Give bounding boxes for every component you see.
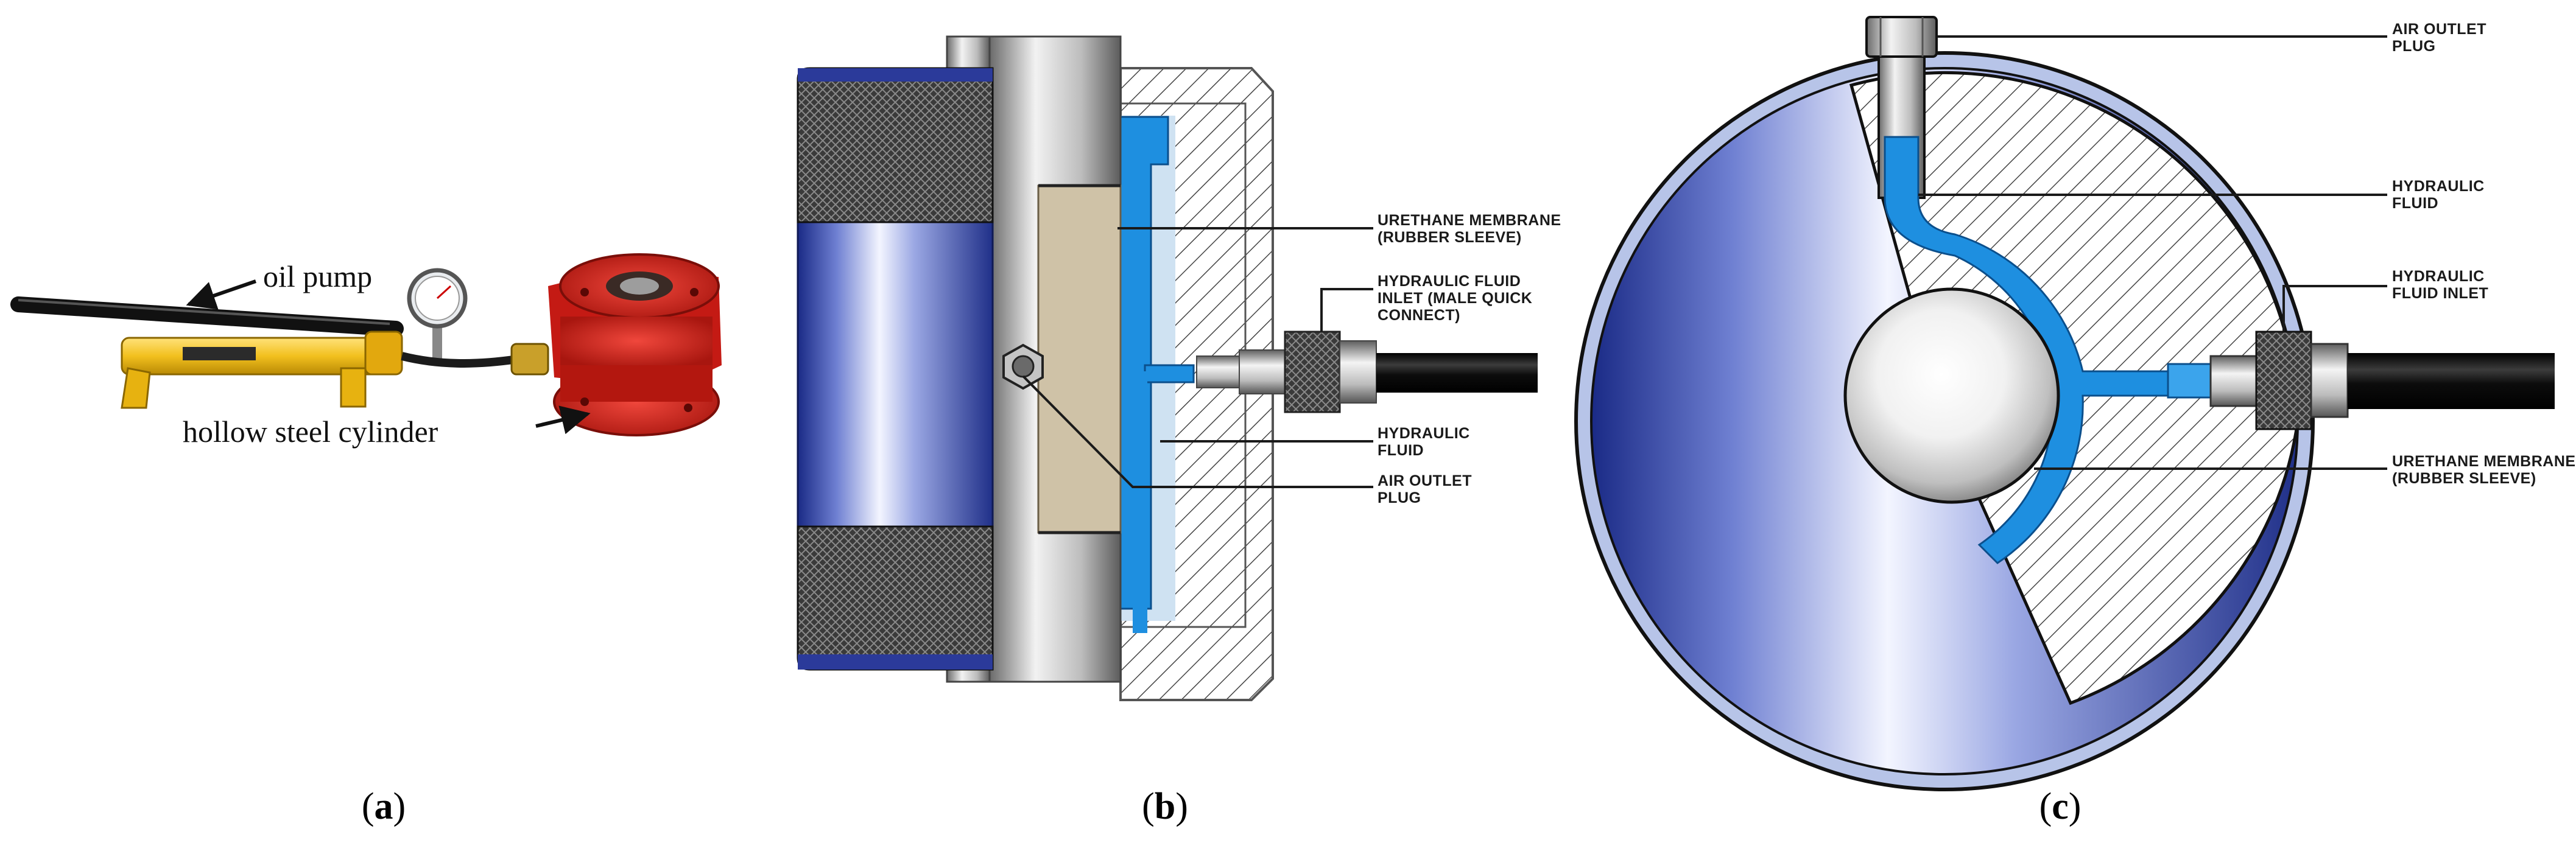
caption-b-open: ( xyxy=(1142,786,1155,827)
fluid-inlet-label-b: HYDRAULIC FLUID INLET (MALE QUICK CONNEC… xyxy=(1378,273,1532,324)
membrane-label-c-line2: (RUBBER SLEEVE) xyxy=(2392,470,2536,487)
caption-b-letter: b xyxy=(1154,786,1176,827)
oil-pump-label: oil pump xyxy=(263,259,373,293)
caption-b-close: ) xyxy=(1175,786,1188,827)
panel-b-diagram xyxy=(797,35,1538,701)
oil-pump-arrow xyxy=(186,279,256,310)
fluid-inlet-label-c-line1: HYDRAULIC xyxy=(2392,268,2485,285)
inlet-nozzle-b xyxy=(1196,355,1240,388)
air-outlet-plug-c xyxy=(1865,16,1938,58)
hollow-steel-cylinder-label: hollow steel cylinder xyxy=(183,415,438,449)
panel-a-photo xyxy=(10,253,722,436)
panel-c-diagram xyxy=(1574,16,2555,791)
membrane-label-c: URETHANE MEMBRANE (RUBBER SLEEVE) xyxy=(2392,453,2576,487)
caption-c-letter: c xyxy=(2052,786,2069,827)
caption-a-open: ( xyxy=(361,786,375,827)
fluid-inlet-label-b-line2: INLET (MALE QUICK xyxy=(1378,290,1533,307)
specimen-c xyxy=(1843,287,2060,504)
caption-a-letter: a xyxy=(374,786,393,827)
caption-c-close: ) xyxy=(2068,786,2082,827)
hydraulic-fluid-label-b-line2: FLUID xyxy=(1378,442,1424,459)
hose-c xyxy=(2348,353,2555,409)
inlet-nozzle-c xyxy=(2167,363,2212,399)
specimen-b xyxy=(1037,184,1122,534)
caption-a-close: ) xyxy=(393,786,406,827)
air-outlet-plug-b xyxy=(1002,343,1044,390)
quick-connect-c xyxy=(2255,331,2312,430)
fluid-inlet-label-b-line3: CONNECT) xyxy=(1378,307,1460,324)
hydraulic-fluid-label-c-line1: HYDRAULIC xyxy=(2392,178,2485,195)
leaders-c xyxy=(1918,35,2387,470)
membrane-label-b: URETHANE MEMBRANE (RUBBER SLEEVE) xyxy=(1378,212,1561,246)
hollow-steel-cylinder-photo xyxy=(548,253,722,436)
caption-b: (b) xyxy=(1142,785,1188,828)
hydraulic-fluid-label-c-line2: FLUID xyxy=(2392,195,2439,212)
caption-c: (c) xyxy=(2039,785,2082,828)
air-outlet-label-c-line2: PLUG xyxy=(2392,38,2436,55)
quick-connect-b xyxy=(1284,331,1341,413)
hydraulic-fluid-label-b: HYDRAULIC FLUID xyxy=(1378,425,1470,459)
fluid-inlet-label-b-line1: HYDRAULIC FLUID xyxy=(1378,273,1521,290)
air-outlet-label-b-line1: AIR OUTLET xyxy=(1378,472,1472,489)
caption-c-open: ( xyxy=(2039,786,2052,827)
membrane-label-b-line2: (RUBBER SLEEVE) xyxy=(1378,229,1522,246)
pressure-gauge xyxy=(407,268,468,359)
hydraulic-fluid-c xyxy=(1884,136,2169,564)
air-outlet-label-b-line2: PLUG xyxy=(1378,489,1421,506)
air-outlet-label-c-line1: AIR OUTLET xyxy=(2392,21,2486,38)
top-knurled-cap-b xyxy=(797,67,994,223)
cylinder-body-b xyxy=(797,221,994,528)
cylinder-arrow xyxy=(535,405,591,435)
membrane-label-b-line1: URETHANE MEMBRANE xyxy=(1378,212,1561,229)
hydraulic-fluid-label-b-line1: HYDRAULIC xyxy=(1378,425,1470,442)
oil-pump xyxy=(10,296,404,409)
hydraulic-fluid-label-c: HYDRAULIC FLUID xyxy=(2392,178,2485,212)
air-outlet-label-b: AIR OUTLET PLUG xyxy=(1378,472,1472,506)
hose-b xyxy=(1376,353,1538,393)
caption-a: (a) xyxy=(362,785,406,828)
bottom-knurled-cap-b xyxy=(797,525,994,671)
fluid-inlet-label-c: HYDRAULIC FLUID INLET xyxy=(2392,268,2488,302)
air-outlet-label-c: AIR OUTLET PLUG xyxy=(2392,21,2486,55)
leaders-b xyxy=(1022,227,1373,488)
fluid-inlet-label-c-line2: FLUID INLET xyxy=(2392,285,2489,302)
hydraulic-hose-a xyxy=(401,343,549,376)
membrane-label-c-line1: URETHANE MEMBRANE xyxy=(2392,453,2576,470)
